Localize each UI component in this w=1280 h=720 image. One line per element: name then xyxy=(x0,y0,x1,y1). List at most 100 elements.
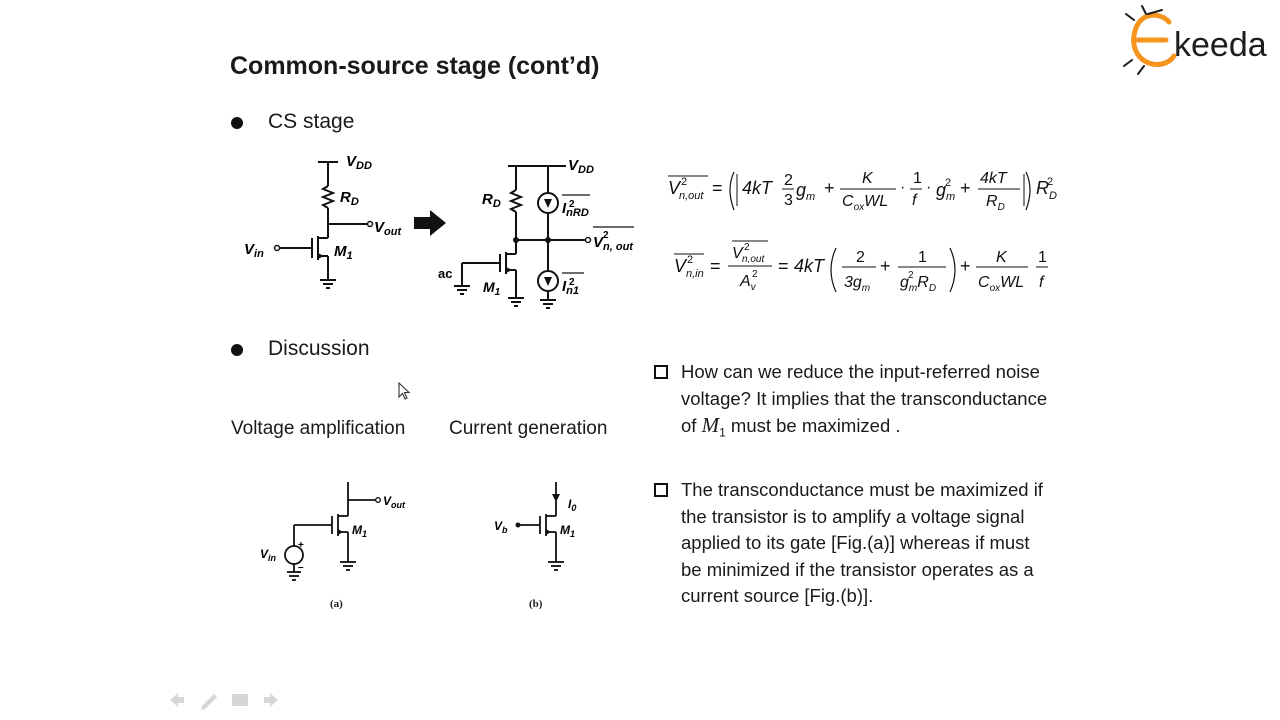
svg-text:V: V xyxy=(668,178,682,198)
eq2-av: A xyxy=(739,273,751,290)
fb-m1: 1 xyxy=(570,529,575,539)
c2-vnout: n, out xyxy=(603,241,634,253)
eq2-k: K xyxy=(996,249,1008,266)
c2-inrd: nRD xyxy=(566,207,589,219)
cs-stage-circuit: VDD RD Vout Vin M1 xyxy=(238,150,418,310)
caption-current-generation: Current generation xyxy=(449,418,608,439)
eq2-num-sub: n,out xyxy=(742,254,765,265)
svg-text:2: 2 xyxy=(945,177,951,189)
svg-text:Vn, out: Vn, out xyxy=(593,234,634,253)
svg-text:–: – xyxy=(298,562,304,573)
svg-text:RD: RD xyxy=(340,189,359,208)
svg-text:+: + xyxy=(824,178,835,198)
svg-text:3gm: 3gm xyxy=(844,274,870,294)
eq1-k: K xyxy=(862,170,874,187)
c1-m1: 1 xyxy=(347,250,353,262)
svg-text:·: · xyxy=(926,179,931,196)
eq2-lhs-sub: n,in xyxy=(686,268,704,280)
eq1-two: 2 xyxy=(784,172,793,189)
c1-vdd: DD xyxy=(356,160,372,172)
slide-back-icon xyxy=(170,693,184,707)
eq2-gm-sub: m xyxy=(862,283,870,294)
input-referred-noise-equation: V 2 n,in = V 2 n,out Av 2 = 4kT 2 3gm + … xyxy=(664,232,1064,298)
eq2-4kt: 4kT xyxy=(794,256,826,276)
question-2: The transconductance must be maximized i… xyxy=(681,479,1043,606)
svg-text:2: 2 xyxy=(744,242,750,253)
eq1-lhs-sub: n,out xyxy=(679,190,704,202)
eq1-coxwl: WL xyxy=(864,193,888,210)
eq1-one: 1 xyxy=(913,170,922,187)
svg-text:M1: M1 xyxy=(560,523,575,539)
svg-text:2: 2 xyxy=(569,277,575,288)
svg-text:=: = xyxy=(712,178,723,198)
svg-text:InRD: InRD xyxy=(562,200,589,219)
c2-ac: ac xyxy=(438,266,452,281)
menu-icon xyxy=(232,694,248,706)
slide-controls[interactable] xyxy=(166,690,286,710)
svg-text:2: 2 xyxy=(752,269,758,280)
svg-text:·: · xyxy=(900,179,905,196)
fb-vb: b xyxy=(502,525,508,535)
svg-text:RD: RD xyxy=(986,193,1005,213)
eq1-rd: R xyxy=(986,193,998,210)
eq2-one: 1 xyxy=(918,249,927,266)
c2-in1: n1 xyxy=(566,285,579,297)
ekeeda-logo: keeda xyxy=(1122,4,1272,78)
svg-text:VDD: VDD xyxy=(346,153,372,172)
fa-m1: 1 xyxy=(362,529,367,539)
svg-text:gm: gm xyxy=(796,180,815,203)
fa-vout: out xyxy=(391,500,406,510)
svg-text:+: + xyxy=(298,540,304,551)
bullet-dot xyxy=(231,344,243,356)
slide-forward-icon xyxy=(264,693,278,707)
svg-text:1: 1 xyxy=(1038,249,1047,266)
svg-text:I0: I0 xyxy=(568,497,576,513)
c1-vout: out xyxy=(384,226,402,238)
fa-vin: in xyxy=(268,553,277,563)
eq2-f: f xyxy=(1039,274,1045,291)
c1-rd: D xyxy=(351,196,359,208)
eq1-gm-sub: m xyxy=(806,191,815,203)
eq2-3g: 3g xyxy=(844,274,862,291)
eq1-cox-sub: ox xyxy=(854,202,866,213)
eq1-rd-sub: D xyxy=(998,202,1005,213)
c2-rd: D xyxy=(493,198,501,210)
svg-text:Vout: Vout xyxy=(383,494,406,510)
fb-i0: 0 xyxy=(571,503,576,513)
svg-text:VDD: VDD xyxy=(568,157,594,176)
svg-text:CoxWL: CoxWL xyxy=(978,274,1024,294)
svg-text:2: 2 xyxy=(687,254,693,266)
svg-text:Vout: Vout xyxy=(374,219,402,238)
bullet-cs-stage: CS stage xyxy=(268,110,355,133)
eq2-g: g xyxy=(900,274,909,291)
svg-text:+: + xyxy=(960,178,971,198)
eq2-cox-sub: ox xyxy=(990,283,1002,294)
svg-text:CoxWL: CoxWL xyxy=(842,193,888,213)
eq2-av-sub: v xyxy=(751,282,757,293)
slide-title: Common-source stage (cont’d) xyxy=(230,52,600,80)
svg-text:2: 2 xyxy=(569,199,575,210)
svg-text:gmRD: gmRD xyxy=(900,274,936,294)
svg-text:M1: M1 xyxy=(483,279,501,298)
noise-output-equation: V 2 n,out = 4kT 2 3 gm + K CoxWL · 1 f ·… xyxy=(664,158,1064,220)
c1-vin: in xyxy=(254,248,264,260)
svg-text:Vin: Vin xyxy=(244,241,264,260)
bullet-dot xyxy=(231,117,243,129)
cursor-icon xyxy=(398,381,412,407)
eq2-two: 2 xyxy=(856,249,865,266)
svg-text:M1: M1 xyxy=(334,243,353,262)
svg-text:2: 2 xyxy=(908,270,914,281)
question-1-part2: must be maximized . xyxy=(725,415,901,436)
svg-text:2: 2 xyxy=(681,176,687,188)
logo-text: keeda xyxy=(1174,26,1267,64)
svg-text:V: V xyxy=(674,256,688,276)
svg-text:=: = xyxy=(778,256,789,276)
question-1-symbol: M xyxy=(701,413,720,437)
question-1-part1: How can we reduce the input-referred noi… xyxy=(681,361,1048,436)
svg-text:2: 2 xyxy=(1047,176,1053,188)
svg-text:Vin: Vin xyxy=(260,547,277,563)
question-1-sub: 1 xyxy=(719,425,726,440)
eq1-three: 3 xyxy=(784,192,793,209)
eq1-4kt: 4kT xyxy=(742,178,774,198)
c2-vdd: DD xyxy=(578,164,594,176)
